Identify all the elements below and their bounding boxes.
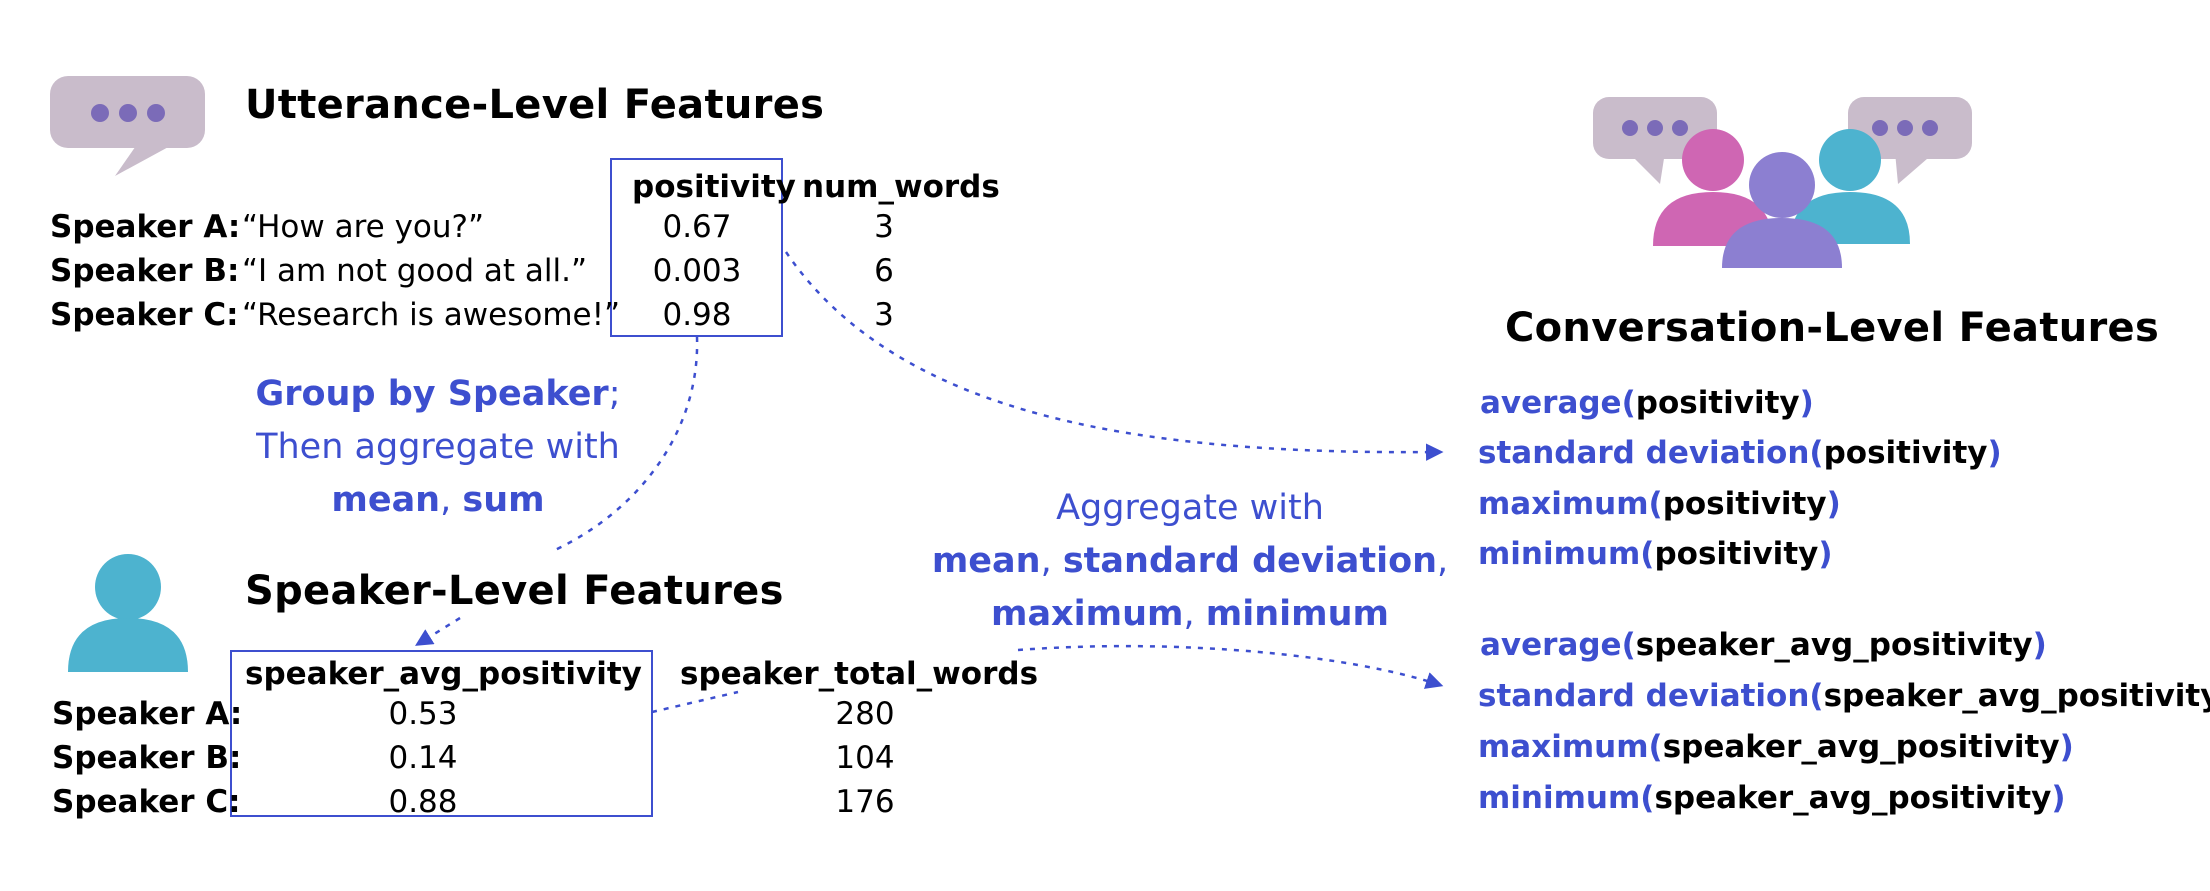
utt-words-c: 3 [874,297,894,333]
conv-feature-g2-2: maximum(speaker_avg_positivity) [1478,729,2074,765]
conv-feature-g2-1: standard deviation(speaker_avg_positivit… [1478,678,2210,714]
conv-feature-g1-3: minimum(positivity) [1478,536,1833,572]
speaker-title: Speaker-Level Features [245,568,784,614]
chat-bubble-icon [50,76,205,176]
conv-feature-g2-3: minimum(speaker_avg_positivity) [1478,780,2066,816]
spk-speaker-b: Speaker B: [52,740,242,776]
group-by-line2: Then aggregate with [256,427,620,467]
utterance-title: Utterance-Level Features [245,82,825,128]
utt-quote-c: “Research is awesome!” [242,297,621,333]
arrow-head-to-speaker [415,616,461,646]
conv-feature-g1-1: standard deviation(positivity) [1478,435,2002,471]
utt-speaker-c: Speaker C: [50,297,239,333]
group-by-bold: Group by Speaker [255,374,609,414]
aggregate-line1: Aggregate with [1056,488,1324,528]
col-speaker-avg: speaker_avg_positivity [245,656,642,692]
utt-speaker-b: Speaker B: [50,253,240,289]
speaker-avg-highlight-box [230,650,653,817]
aggregate-comma-3: , [1183,594,1195,634]
aggregate-comma-2: , [1437,541,1449,581]
spk-total-b: 104 [835,740,895,776]
group-by-mean: mean [331,480,441,520]
aggregate-note: Aggregate with mean, standard deviation,… [930,482,1450,641]
spk-avg-b: 0.14 [388,740,458,776]
spk-total-c: 176 [835,784,895,820]
utt-positivity-a: 0.67 [662,209,732,245]
aggregate-min: minimum [1205,594,1390,634]
col-speaker-total: speaker_total_words [680,656,1039,692]
utt-positivity-c: 0.98 [662,297,732,333]
group-by-note: Group by Speaker; Then aggregate with me… [238,368,638,527]
spk-speaker-c: Speaker C: [52,784,241,820]
spk-avg-c: 0.88 [388,784,458,820]
conv-feature-g1-0: average(positivity) [1480,385,1814,421]
group-by-sum: sum [462,480,545,520]
spk-total-a: 280 [835,696,895,732]
speaker-column-connector [651,690,739,714]
conv-feature-g1-2: maximum(positivity) [1478,486,1841,522]
person-icon [68,554,188,672]
utt-words-b: 6 [874,253,894,289]
utt-positivity-b: 0.003 [652,253,742,289]
conv-feature-g2-0: average(speaker_avg_positivity) [1480,627,2047,663]
aggregate-comma-1: , [1040,541,1052,581]
conversation-title: Conversation-Level Features [1505,305,2160,351]
positivity-highlight-box [610,158,783,337]
aggregate-std: standard deviation [1062,541,1438,581]
spk-avg-a: 0.53 [388,696,458,732]
col-num-words: num_words [802,169,1000,205]
arrow-speaker-to-conversation [1017,644,1444,689]
utt-words-a: 3 [874,209,894,245]
group-by-comma: , [440,480,452,520]
spk-speaker-a: Speaker A: [52,696,243,732]
group-chat-icon [1593,97,1972,268]
aggregate-max: maximum [990,594,1184,634]
aggregate-mean: mean [931,541,1041,581]
arrow-utterance-to-conversation [784,251,1444,461]
col-positivity: positivity [632,169,796,205]
utt-speaker-a: Speaker A: [50,209,241,245]
utt-quote-a: “How are you?” [242,209,485,245]
arrow-utterance-to-speaker [554,336,699,552]
utt-quote-b: “I am not good at all.” [242,253,588,289]
group-by-semicolon: ; [608,374,621,414]
